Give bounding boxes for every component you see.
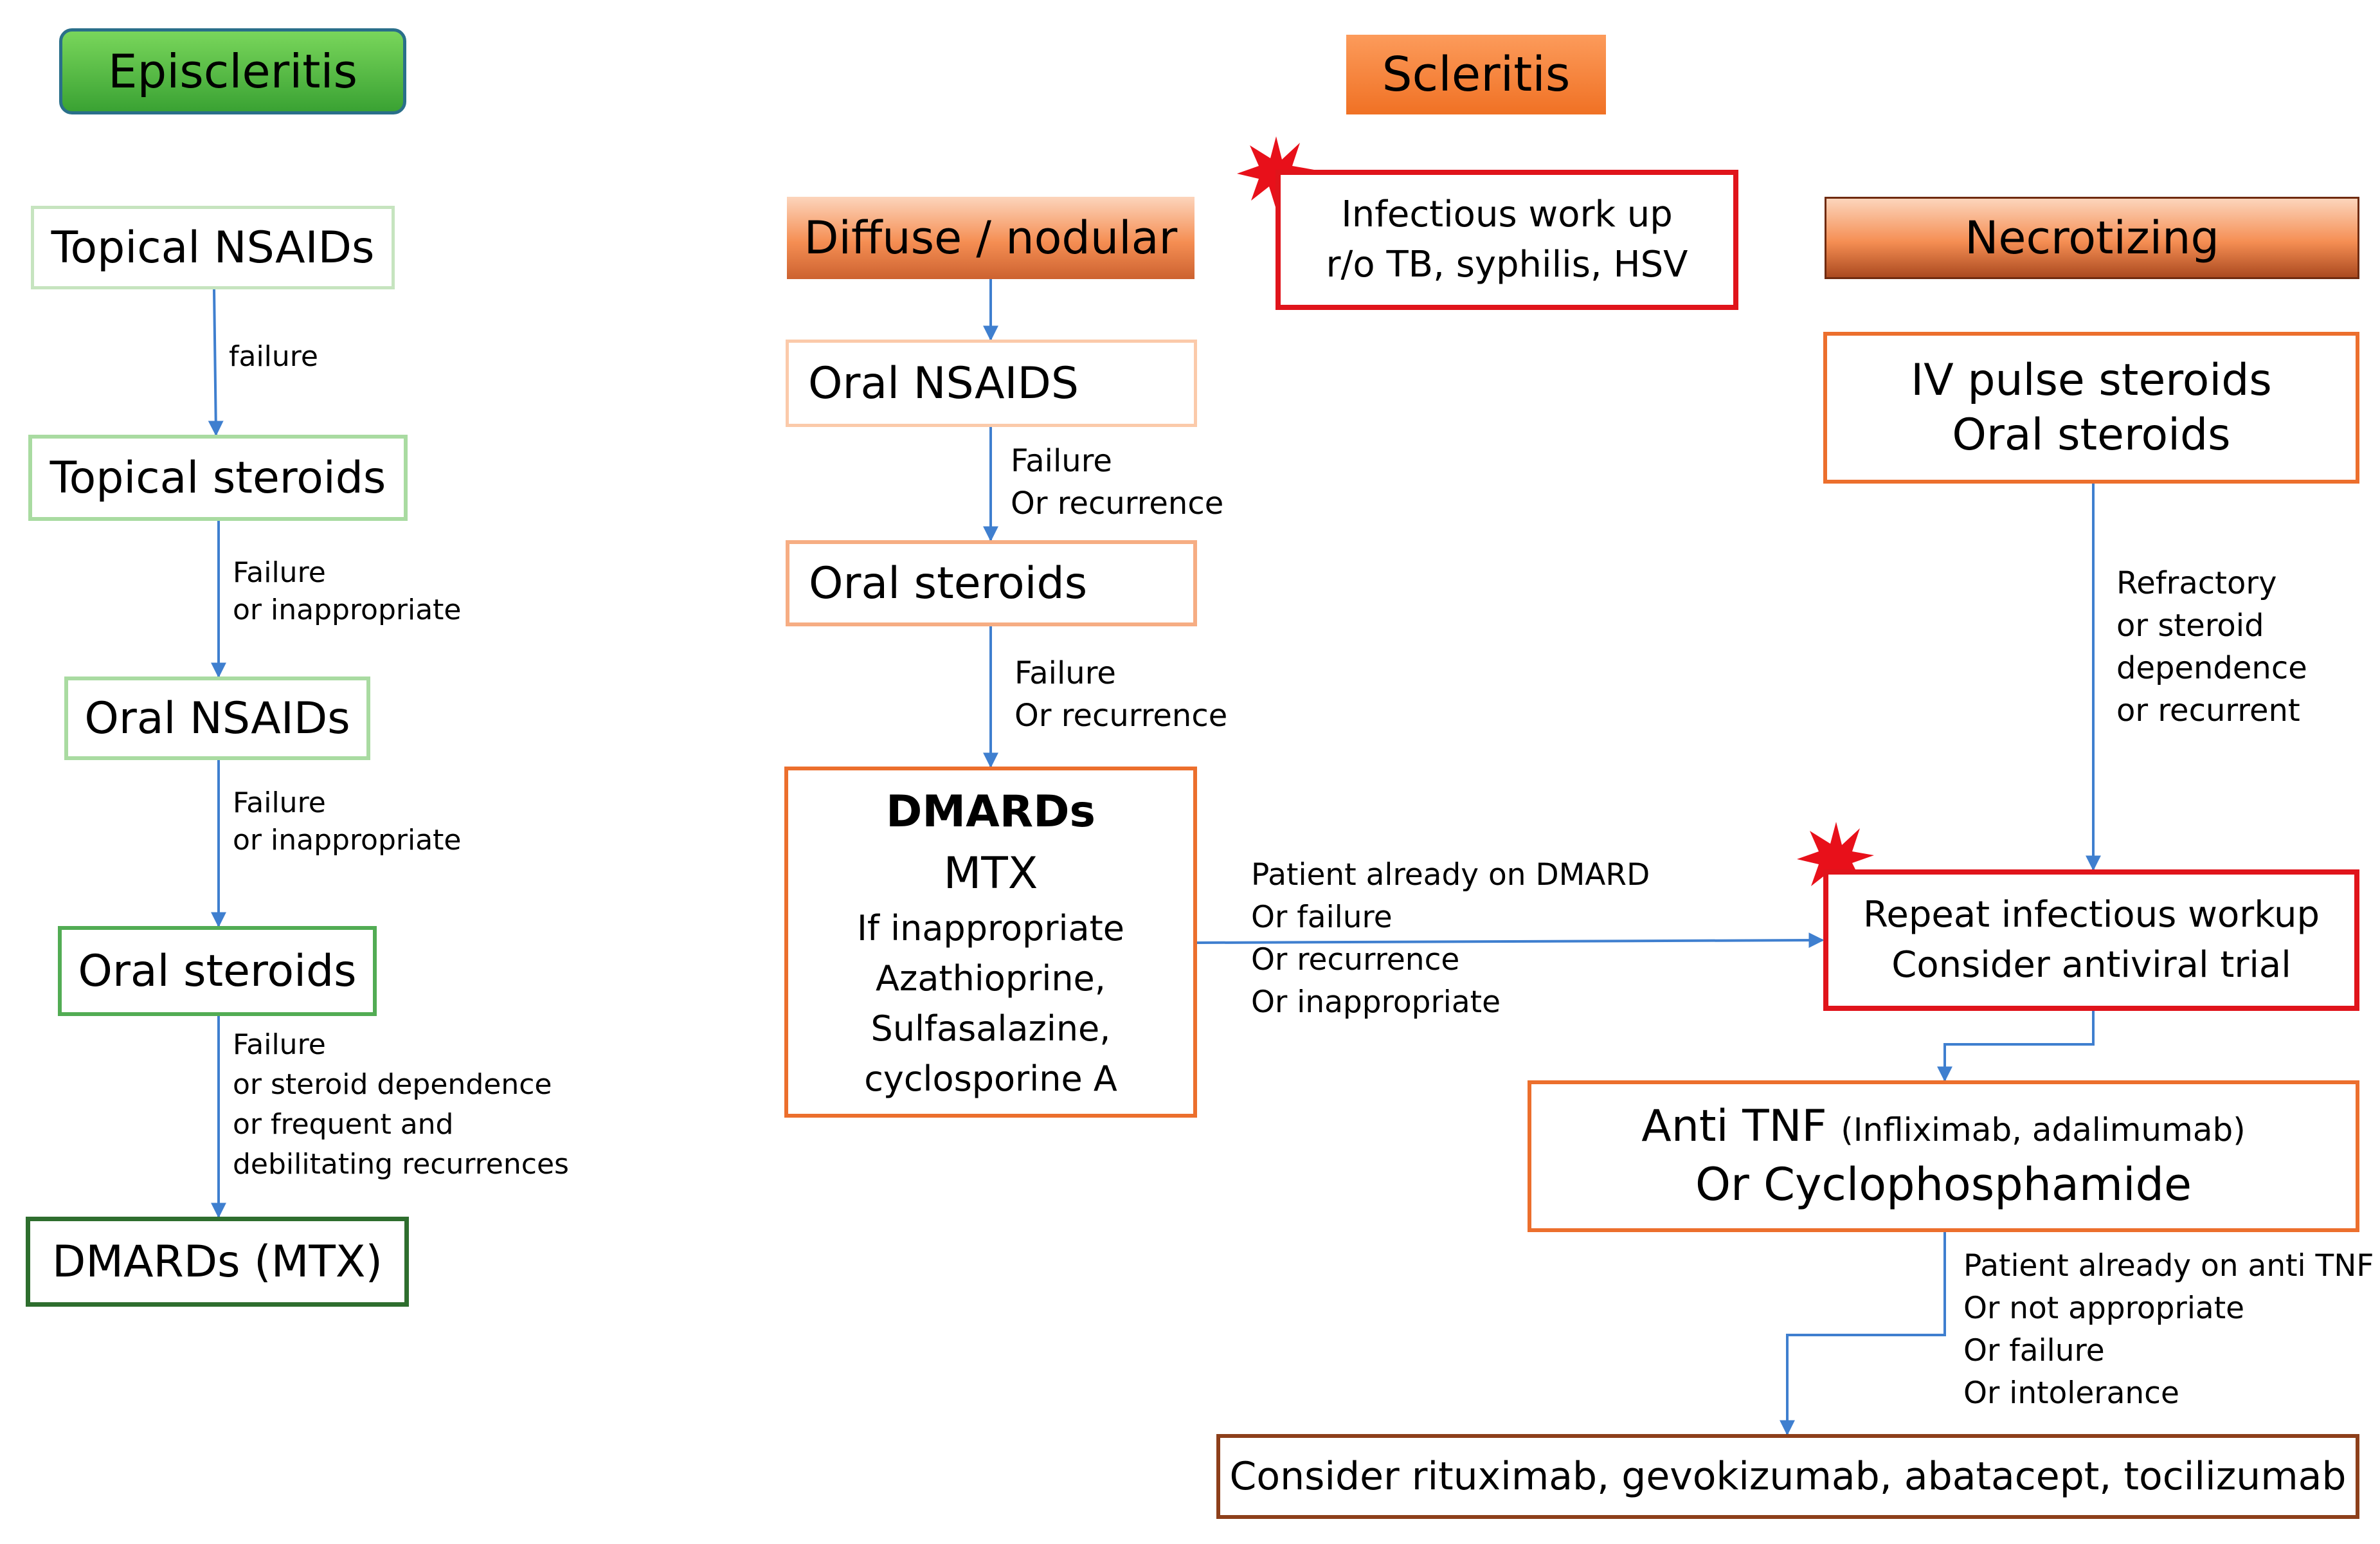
epi-step-topical-steroids: Topical steroids (28, 435, 408, 521)
transition-line: Patient already on DMARD (1251, 857, 1650, 893)
diffuse-transition-2: Failure Or recurrence (1014, 652, 1227, 737)
scleritis-header: Scleritis (1346, 35, 1606, 114)
transition-line: or inappropriate (233, 594, 462, 626)
arrow-topical-nsaids-to-topical-steroids (208, 289, 224, 437)
epi-transition-2: Failure or inappropriate (233, 554, 462, 629)
dmards-alternative: cyclosporine A (864, 1058, 1117, 1099)
transition-line: Refractory (2116, 565, 2277, 601)
arrow-repeat-workup-to-anti-tnf (1937, 1011, 2095, 1082)
anti-tnf-line: Anti TNF (Infliximab, adalimumab) (1641, 1098, 2245, 1155)
infectious-workup-line: r/o TB, syphilis, HSV (1326, 244, 1688, 286)
dmards-alternative: Sulfasalazine, (870, 1008, 1111, 1049)
transition-line: Or recurrence (1011, 486, 1224, 522)
transition-line: dependence (2116, 650, 2307, 686)
epi-step-oral-steroids: Oral steroids (58, 926, 377, 1016)
dmards-alternative: If inappropriate (857, 908, 1124, 949)
transition-line: or recurrent (2116, 693, 2300, 729)
transition-line: Failure (233, 786, 326, 819)
arrow-anti-tnf-to-final (1780, 1232, 1946, 1436)
transition-line: Patient already on anti TNF (1963, 1248, 2374, 1284)
diffuse-step-label: Oral steroids (809, 558, 1088, 609)
transition-line: Or intolerance (1963, 1376, 2179, 1411)
episcleritis-header-label: Episcleritis (108, 44, 357, 98)
transition-line: Failure (1014, 655, 1116, 691)
transition-line: or inappropriate (233, 824, 462, 857)
necrotizing-transition-1: Refractory or steroid dependence or recu… (2116, 562, 2307, 732)
necrotizing-header-label: Necrotizing (1965, 212, 2219, 264)
infectious-workup-box: Infectious work up r/o TB, syphilis, HSV (1276, 170, 1738, 310)
necrotizing-header: Necrotizing (1825, 197, 2359, 279)
transition-line: debilitating recurrences (233, 1148, 569, 1181)
epi-transition-3: Failure or inappropriate (233, 785, 462, 859)
necrotizing-transition-2: Patient already on anti TNF Or not appro… (1963, 1245, 2374, 1415)
repeat-workup-line: Repeat infectious workup (1862, 893, 2320, 936)
diffuse-transition-1: Failure Or recurrence (1011, 440, 1223, 525)
diffuse-step-label: Oral NSAIDS (808, 358, 1079, 409)
anti-tnf-main: Anti TNF (1641, 1101, 1827, 1152)
diffuse-step-oral-steroids: Oral steroids (786, 540, 1197, 626)
epi-transition-1: failure (229, 336, 318, 378)
epi-step-dmards: DMARDs (MTX) (26, 1217, 409, 1307)
dmards-alternative: Azathioprine, (876, 958, 1106, 999)
necrotizing-step-line: Oral steroids (1952, 410, 2231, 460)
scleritis-header-label: Scleritis (1382, 47, 1571, 102)
transition-line: or frequent and (233, 1108, 454, 1141)
transition-line: or steroid dependence (233, 1068, 552, 1101)
repeat-workup-box: Repeat infectious workup Consider antivi… (1823, 869, 2359, 1011)
transition-line: Failure (233, 1028, 326, 1061)
necrotizing-step-line: IV pulse steroids (1911, 355, 2272, 406)
transition-line: Or recurrence (1014, 698, 1228, 734)
transition-line: Or failure (1251, 900, 1393, 935)
necrotizing-step-steroids: IV pulse steroids Oral steroids (1823, 332, 2359, 484)
arrow-dmards-to-repeat-workup (1195, 932, 1825, 949)
epi-step-label: Topical NSAIDs (51, 222, 375, 273)
anti-tnf-alternative: Or Cyclophosphamide (1695, 1158, 2192, 1211)
epi-step-label: DMARDs (MTX) (51, 1236, 383, 1287)
transition-line: Or recurrence (1251, 942, 1460, 977)
epi-step-label: Oral steroids (78, 945, 357, 997)
transition-line: Failure (1011, 443, 1112, 479)
transition-line: Or failure (1963, 1333, 2105, 1368)
dmards-title: DMARDs (885, 786, 1096, 837)
final-options-box: Consider rituximab, gevokizumab, abatace… (1216, 1434, 2359, 1519)
final-options-label: Consider rituximab, gevokizumab, abatace… (1229, 1454, 2347, 1499)
transition-line: Or not appropriate (1963, 1291, 2245, 1326)
epi-step-topical-nsaids: Topical NSAIDs (31, 206, 395, 289)
dmards-drug: MTX (943, 848, 1038, 899)
transition-line: failure (229, 340, 318, 373)
infectious-workup-line: Infectious work up (1341, 193, 1673, 235)
epi-step-oral-nsaids: Oral NSAIDs (64, 677, 370, 760)
diffuse-nodular-header-label: Diffuse / nodular (804, 212, 1178, 264)
diffuse-nodular-header: Diffuse / nodular (787, 197, 1195, 279)
episcleritis-header: Episcleritis (59, 28, 406, 114)
epi-step-label: Topical steroids (50, 452, 386, 504)
epi-transition-4: Failure or steroid dependence or frequen… (233, 1025, 569, 1185)
dmard-to-workup-transition: Patient already on DMARD Or failure Or r… (1251, 854, 1650, 1024)
repeat-workup-line: Consider antiviral trial (1891, 944, 2291, 986)
transition-line: or steroid (2116, 608, 2264, 644)
transition-line: Failure (233, 556, 326, 589)
diffuse-step-oral-nsaids: Oral NSAIDS (786, 340, 1197, 427)
diffuse-dmards-box: DMARDs MTX If inappropriate Azathioprine… (784, 767, 1197, 1118)
transition-line: Or inappropriate (1251, 985, 1501, 1020)
anti-tnf-examples: (Infliximab, adalimumab) (1841, 1111, 2246, 1149)
anti-tnf-box: Anti TNF (Infliximab, adalimumab) Or Cyc… (1528, 1080, 2359, 1232)
epi-step-label: Oral NSAIDs (84, 693, 350, 744)
